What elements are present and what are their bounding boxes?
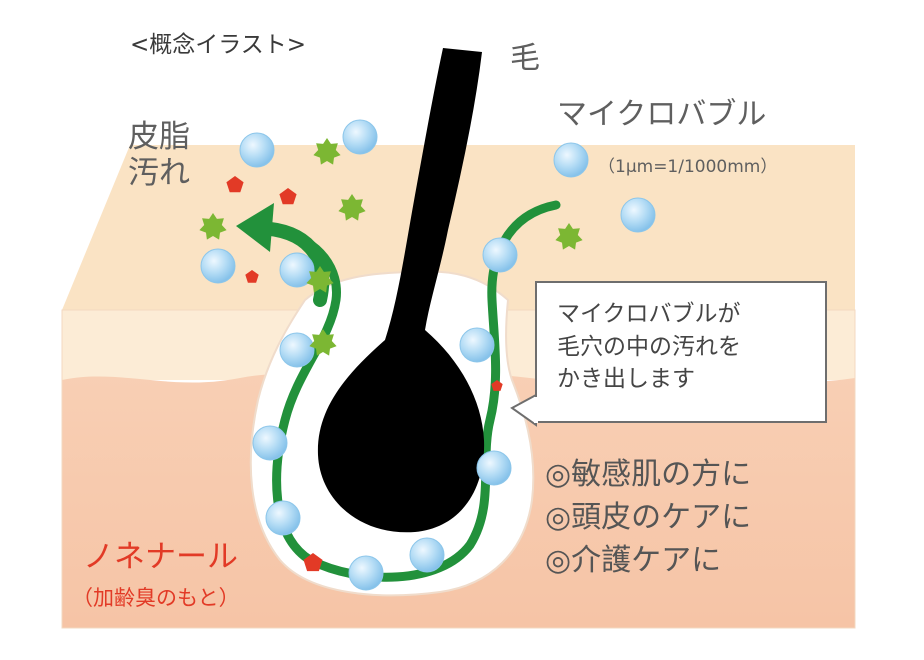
care-item: ◎頭皮のケアに: [545, 499, 752, 535]
nonenal-label: ノネナール: [83, 539, 238, 575]
sebum-particle-icon: [309, 329, 337, 356]
care-list: ◎敏感肌の方に ◎頭皮のケアに ◎介護ケアに: [545, 454, 751, 583]
sebum-particle-icon: [306, 266, 334, 293]
bubble-icon: [620, 197, 656, 233]
callout-line1: マイクロバブルが: [557, 301, 741, 327]
callout-line3: かき出します: [557, 366, 695, 393]
microbubble-label: マイクロバブル: [557, 97, 767, 132]
hair-label: 毛: [510, 41, 540, 76]
skin-surface: [62, 145, 855, 310]
sebum-particles: [199, 138, 583, 356]
bubble-icon: [200, 248, 236, 284]
bubble-icon: [342, 119, 378, 155]
bubble-icon: [265, 500, 301, 536]
nonenal-particle-icon: [279, 188, 297, 205]
hair-shaft: [317, 48, 485, 533]
bubble-icon: [279, 332, 315, 368]
nonenal-particle-icon: [226, 176, 244, 193]
microbubbles: [200, 119, 656, 591]
bubble-icon: [476, 450, 512, 486]
flow-path: [272, 200, 561, 582]
bubble-icon: [239, 132, 275, 168]
sebum-label-line2: 汚れ: [128, 154, 190, 191]
nonenal-particle-icon: [303, 553, 323, 572]
bubble-icon: [553, 142, 589, 178]
care-item: ◎介護ケアに: [545, 542, 722, 578]
sebum-particle-icon: [199, 213, 227, 240]
sebum-label: 皮脂 汚れ: [128, 119, 190, 191]
callout-text: マイクロバブルが 毛穴の中の汚れを かき出します: [557, 298, 741, 396]
nonenal-sublabel: （加齢臭のもと）: [72, 586, 240, 610]
callout-line2: 毛穴の中の汚れを: [557, 333, 741, 360]
nonenal-particles: [226, 176, 503, 572]
sebum-particle-icon: [313, 138, 341, 165]
bubble-icon: [252, 425, 288, 461]
care-item: ◎敏感肌の方に: [545, 457, 752, 492]
bubble-icon: [459, 327, 495, 363]
bubble-icon: [409, 537, 445, 573]
bubble-icon: [279, 252, 315, 288]
sebum-particle-icon: [555, 223, 583, 250]
sebum-particle-icon: [338, 194, 366, 221]
bubble-icon: [482, 237, 518, 273]
caption: <概念イラスト>: [130, 32, 307, 58]
unit-note: （1μm=1/1000mm）: [598, 157, 778, 177]
callout-box: [510, 281, 827, 427]
nonenal-particle-icon: [491, 380, 503, 391]
nonenal-particle-icon: [245, 270, 259, 283]
sebum-label-line1: 皮脂: [128, 119, 190, 155]
bubble-icon: [348, 555, 384, 591]
